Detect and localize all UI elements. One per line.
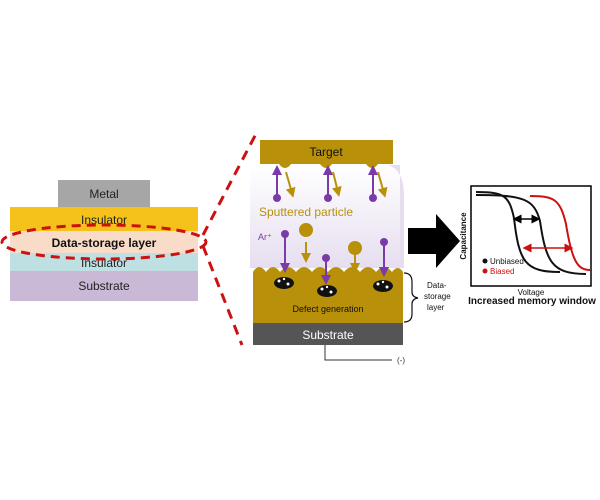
defect-cluster [373, 280, 393, 292]
sputter-down-arrow [285, 171, 296, 198]
gold-particle [348, 241, 362, 255]
ion-particle [273, 194, 281, 202]
legend-unbiased-dot [482, 258, 488, 264]
brace-label-line-3: layer [427, 303, 445, 312]
metal-label: Metal [89, 187, 118, 201]
brace-label-line-2: storage [424, 292, 451, 301]
brace-label-line-1: Data- [427, 281, 447, 290]
legend-unbiased-label: Unbiased [490, 257, 524, 266]
target-block [260, 140, 393, 164]
data-storage-label: Data-storage layer [52, 236, 157, 250]
graph-ylabel: Capacitance [459, 212, 468, 260]
graph-caption: Increased memory window [468, 296, 596, 307]
insulator-top-label: Insulator [81, 213, 127, 227]
ion-particle [369, 194, 377, 202]
big-right-arrow [408, 214, 460, 268]
ar-ion-label: Ar⁺ [258, 232, 272, 242]
bias-label: (-) [397, 356, 405, 365]
substrate-label: Substrate [78, 279, 130, 293]
legend-biased-label: Biased [490, 267, 514, 276]
insulator-top-layer [10, 207, 198, 231]
sputter-down-arrow [377, 171, 388, 198]
metal-layer [58, 180, 150, 207]
data-storage-layer [10, 231, 198, 253]
sputtered-particle-label: Sputtered particle [259, 205, 353, 219]
ion-particle [281, 230, 289, 238]
ion-particle [322, 254, 330, 262]
substrate-layer [10, 271, 198, 301]
chamber-substrate-label: Substrate [302, 328, 354, 342]
ion-particle [324, 194, 332, 202]
graph-xlabel: Voltage [518, 288, 545, 297]
defect-cluster [274, 277, 294, 289]
biased-curve [529, 195, 591, 271]
legend-biased-dot [482, 268, 488, 274]
chamber-dome-right [388, 165, 404, 268]
chamber-substrate [253, 323, 403, 345]
bias-wire [324, 345, 392, 361]
defect-generation-label: Defect generation [292, 304, 363, 314]
layer-brace [403, 272, 419, 323]
zoom-line-top [201, 129, 260, 236]
highlight-ellipse [0, 223, 208, 261]
graph-frame [470, 185, 592, 287]
zoom-line-bottom [201, 245, 244, 346]
sputter-chamber: Target Sputtered particle Ar⁺ [250, 140, 451, 365]
cv-graph: Capacitance Voltage Unbiased Biased Incr… [459, 185, 596, 307]
defect-cluster [317, 285, 337, 297]
sputter-down-arrow [331, 171, 342, 197]
device-stack: Metal Insulator Data-storage layer Insul… [0, 180, 208, 301]
target-bump [279, 164, 291, 168]
gold-particle [299, 223, 313, 237]
target-label: Target [309, 145, 343, 159]
ion-particle [380, 238, 388, 246]
